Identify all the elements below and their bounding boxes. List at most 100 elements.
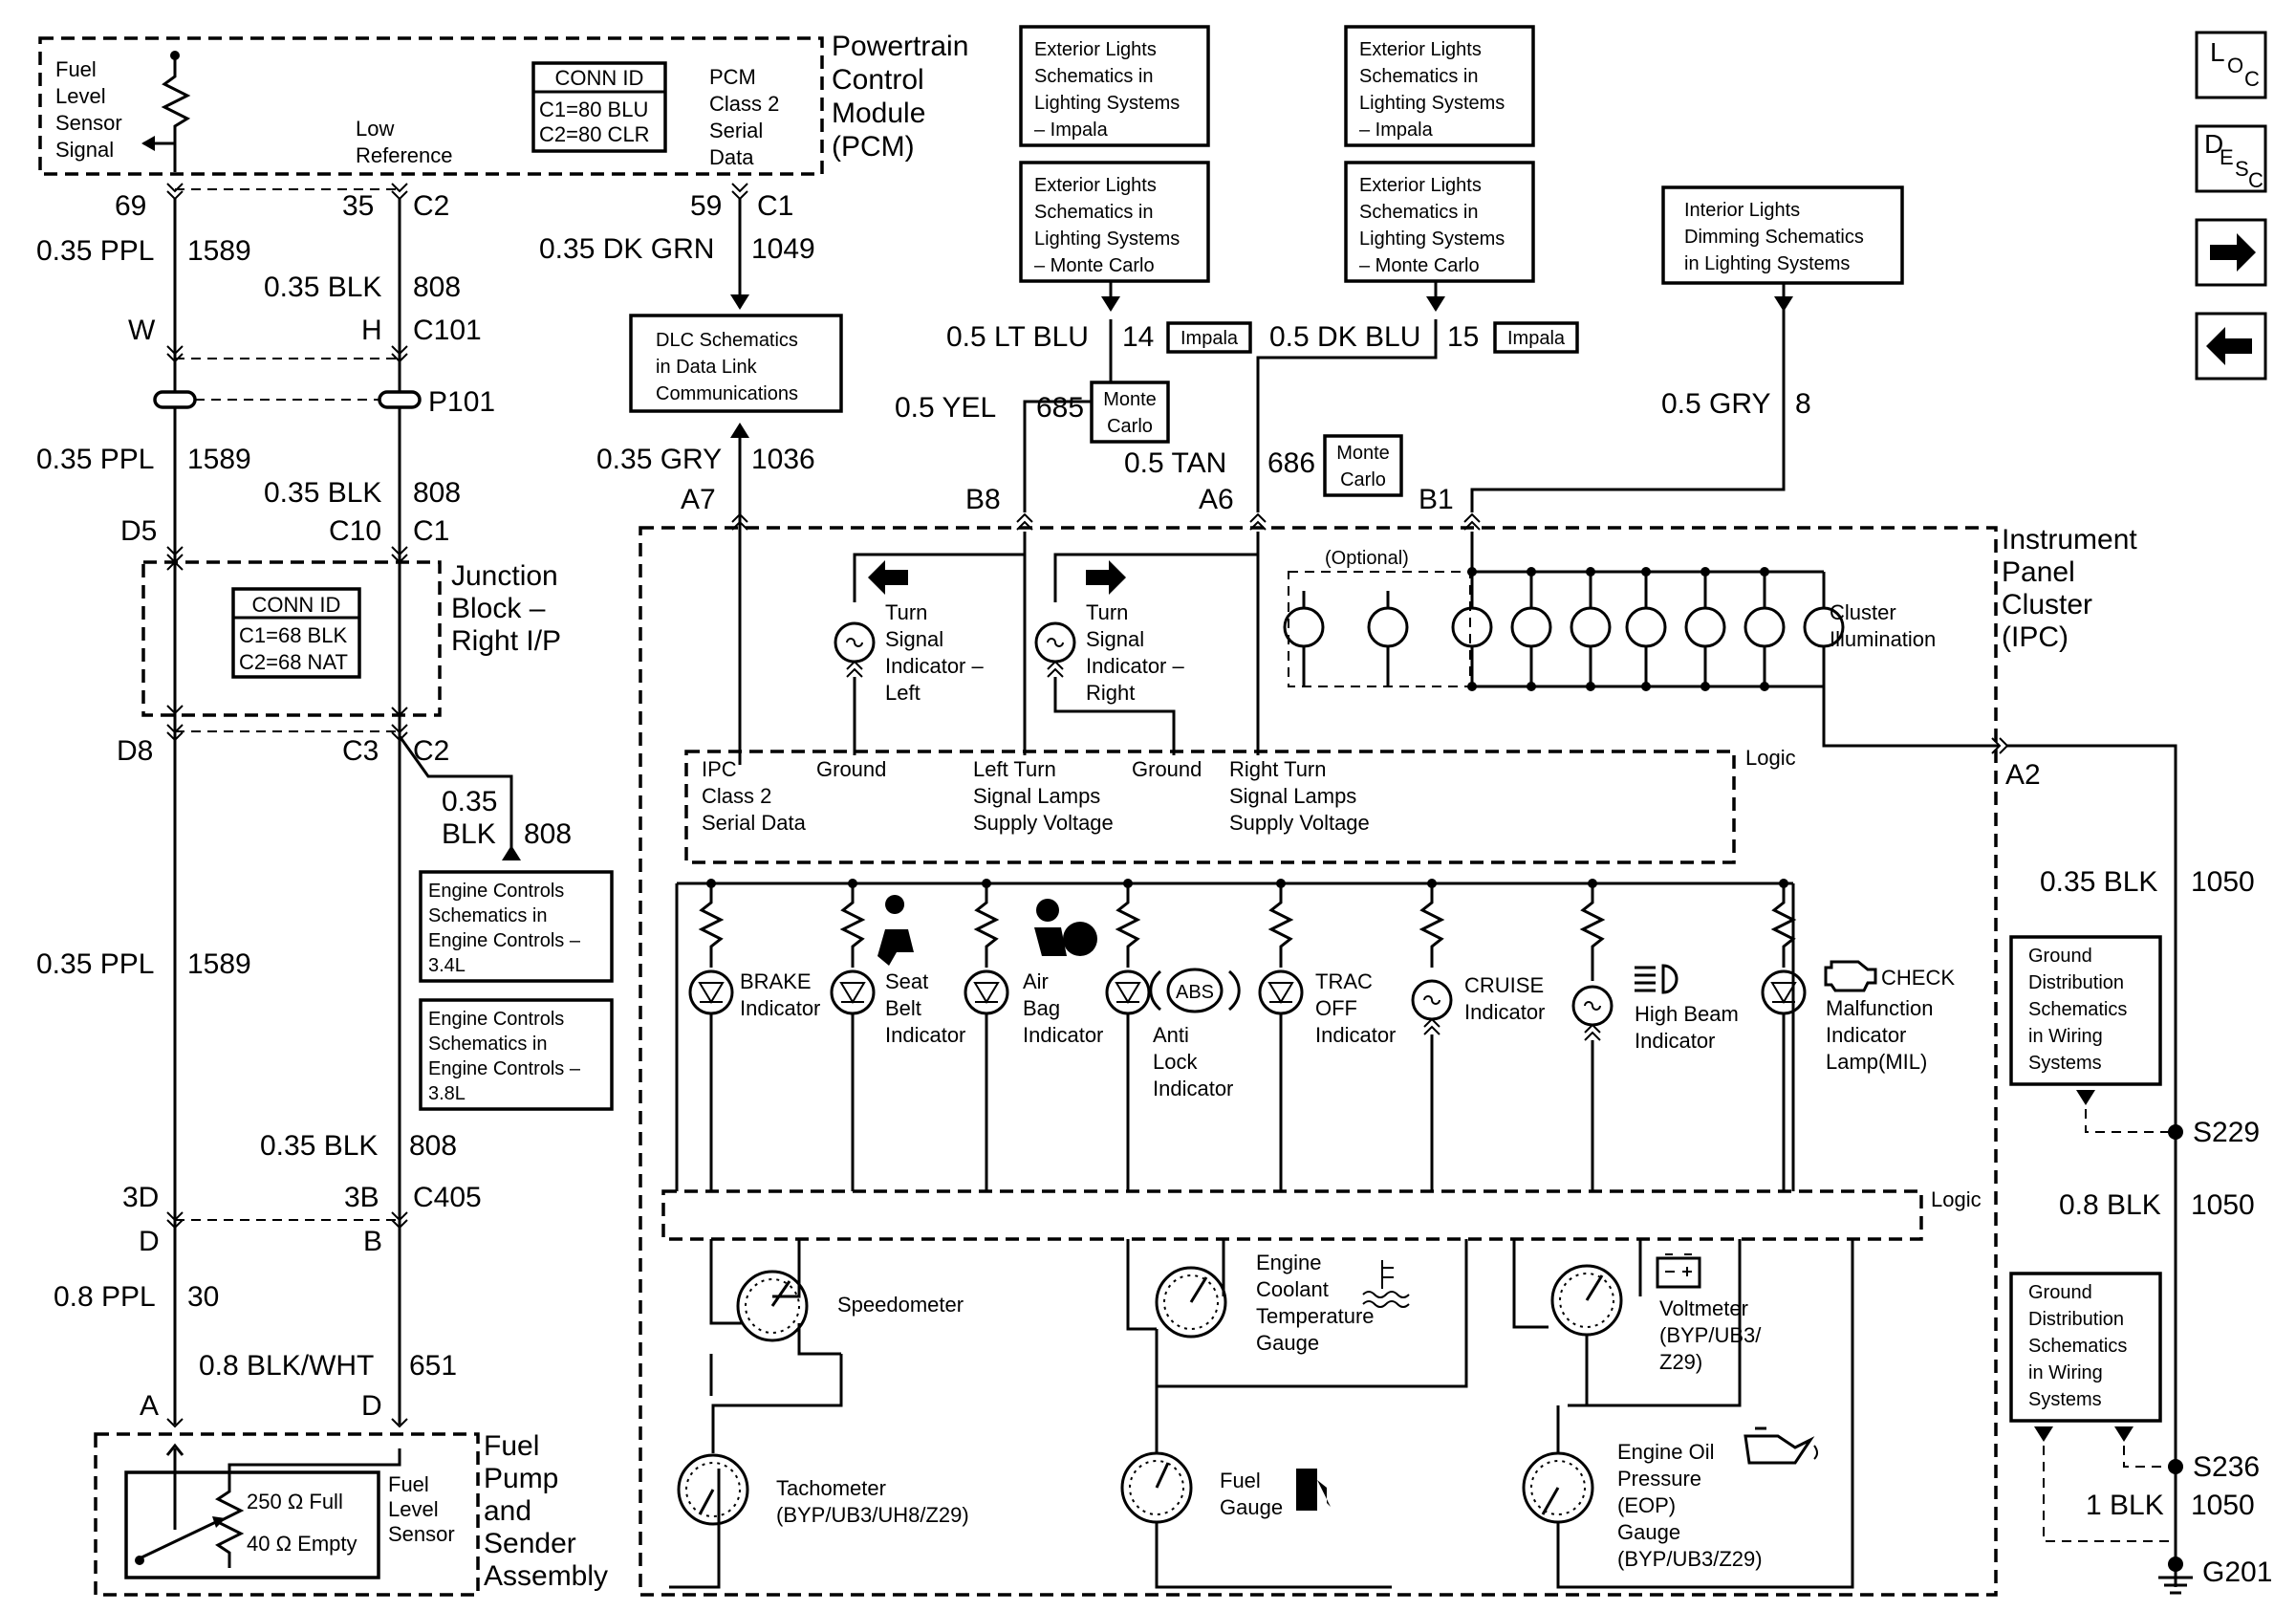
label-nav-desc-0: D [2204, 129, 2223, 159]
label-left-wires-pin-c2: C2 [413, 190, 449, 222]
label-ipc-title-0: Instrument [2002, 524, 2137, 555]
label-ipc-turn-right-2: Indicator – [1086, 654, 1184, 678]
bulb-icon [1283, 606, 1325, 648]
seat-belt-indicator: Seat Belt Indicator [830, 879, 965, 1191]
exterior-lights-monte-carlo-ref-1[interactable]: Exterior Lights Schematics in Lighting S… [1019, 161, 1210, 283]
fuel-pump-icon [1296, 1469, 1331, 1511]
label-left-wires-pd2: D [361, 1390, 382, 1422]
interior-lights-dimming-ref[interactable]: Interior Lights Dimming Schematics in Li… [1661, 185, 1904, 285]
label-ipc-logic-cols-serial-0: IPC [702, 757, 737, 781]
turn-signal-right: Turn Signal Indicator – Right [1034, 532, 1260, 755]
label-top-ext-mc-2-1: Schematics in [1359, 202, 1479, 223]
label-top-b1: B1 [1419, 484, 1454, 515]
engine-controls-3-8l-ref[interactable]: Engine Controls Schematics in Engine Con… [419, 998, 614, 1111]
label-left-wires-w4-color: 0.35 BLK [264, 477, 381, 509]
label-top-a6: A6 [1199, 484, 1234, 515]
label-left-wires-ec2-lines-3: 3.8L [428, 1083, 466, 1104]
label-right-s236: S236 [2193, 1451, 2260, 1483]
label-ipc-cluster-illum-0: Cluster [1830, 600, 1896, 624]
label-left-wires-c3: C3 [342, 735, 379, 767]
monte-carlo-tag-1: Monte [1103, 389, 1157, 410]
exterior-lights-impala-ref-2[interactable]: Exterior Lights Schematics in Lighting S… [1344, 25, 1535, 147]
sender-wiper [139, 1518, 221, 1560]
splice-s236 [2168, 1459, 2183, 1474]
label-right-w3-color: 1 BLK [2086, 1490, 2164, 1521]
label-ipc-gauges-oil-3: Gauge [1617, 1520, 1680, 1544]
label-right-gd2-lines-3: in Wiring [2028, 1362, 2103, 1383]
label-ipc-gauges-speedo: Speedometer [837, 1293, 964, 1317]
label-pcm-low-ref-1: Reference [356, 143, 453, 167]
next-button[interactable] [2195, 218, 2267, 287]
label-right-gd2-lines-1: Distribution [2028, 1309, 2124, 1330]
label-ipc-gauges-fuel-1: Gauge [1220, 1495, 1283, 1519]
connector-c101: C101 [413, 315, 482, 346]
connector-c405: C405 [413, 1182, 482, 1213]
left-arrow-icon [868, 560, 908, 595]
label-top-ext-impala-1-1: Schematics in [1034, 66, 1154, 87]
label-right-gd1-lines-2: Schematics [2028, 999, 2127, 1020]
label-nav-loc-1: O [2227, 54, 2243, 77]
label-left-wires-w2-circuit: 808 [413, 272, 461, 303]
label-pcm-title-3: (PCM) [832, 131, 915, 163]
label-top-ext-mc-1-0: Exterior Lights [1034, 175, 1157, 196]
exterior-lights-impala-ref-1[interactable]: Exterior Lights Schematics in Lighting S… [1019, 25, 1210, 147]
pull-up-resistor [161, 54, 191, 172]
label-top-w-color: 0.35 DK GRN [539, 233, 714, 265]
wire-gry-8 [1470, 283, 1786, 512]
back-button[interactable] [2195, 312, 2267, 381]
label-right-gd1-lines-1: Distribution [2028, 972, 2124, 993]
label-ipc-logic-cols-right-turn-0: Right Turn [1229, 757, 1327, 781]
label-pcm-conn-lines-1: C2=80 CLR [539, 122, 650, 146]
seat-belt-icon [877, 895, 914, 966]
loc-button[interactable]: L O C [2195, 31, 2267, 99]
label-pcm-conn-title: CONN ID [555, 66, 644, 90]
label-ipc-indicators-abs-1: Lock [1153, 1050, 1198, 1074]
arrow-right-icon [2210, 233, 2256, 272]
label-ipc-gauges-coolant-3: Gauge [1256, 1331, 1319, 1355]
label-left-wires-c101-w: W [128, 315, 156, 346]
label-ipc-logic-cols-left-turn-1: Signal Lamps [973, 784, 1100, 808]
label-ipc-indicators-mil-1: Indicator [1826, 1023, 1906, 1047]
label-ipc-indicators-mil-2: Lamp(MIL) [1826, 1050, 1927, 1074]
label-left-wires-assembly-4: Assembly [484, 1560, 608, 1592]
high-beam-indicator: High Beam Indicator [1571, 879, 1739, 1191]
logic-block-1: Logic IPC Class 2 Serial Data Ground Lef… [684, 746, 1796, 864]
right-arrow-icon [1086, 560, 1126, 595]
exterior-lights-monte-carlo-ref-2[interactable]: Exterior Lights Schematics in Lighting S… [1344, 161, 1535, 283]
label-ipc-turn-left-0: Turn [885, 600, 927, 624]
label-left-wires-pin-35: 35 [342, 190, 374, 222]
dlc-schematics-ref[interactable]: DLC Schematics in Data Link Communicatio… [629, 314, 843, 413]
pcm-class2-serial-label: PCM Class 2 Serial Data [709, 65, 779, 169]
ground-distribution-ref-1[interactable]: Ground Distribution Schematics in Wiring… [2009, 935, 2162, 1086]
label-top-gry-color: 0.35 GRY [596, 444, 722, 475]
label-ipc-turn-right-3: Right [1086, 681, 1135, 705]
label-left-wires-w1-circuit: 1589 [187, 235, 251, 267]
desc-button[interactable]: D E S C [2195, 124, 2267, 193]
label-left-wires-ec1-lines-2: Engine Controls – [428, 930, 581, 951]
wire-lt-blu-14 [1023, 319, 1113, 512]
label-left-wires-assembly-0: Fuel [484, 1430, 539, 1462]
label-ipc-gauges-coolant-2: Temperature [1256, 1304, 1375, 1328]
label-top-ltblu-color: 0.5 LT BLU [946, 321, 1089, 353]
label-right-w2-circuit: 1050 [2191, 1189, 2255, 1221]
label-top-ext-impala-2-1: Schematics in [1359, 66, 1479, 87]
label-ipc-title-2: Cluster [2002, 589, 2092, 620]
instrument-panel-cluster: Instrument Panel Cluster (IPC) Turn Sign… [639, 524, 2177, 1597]
label-top-w-circuit: 1049 [751, 233, 815, 265]
ground-distribution-ref-2[interactable]: Ground Distribution Schematics in Wiring… [2009, 1272, 2162, 1423]
engine-oil-pressure-gauge: Engine Oil Pressure (EOP) Gauge (BYP/UB3… [1522, 1239, 1854, 1589]
label-top-ext-impala-1-0: Exterior Lights [1034, 39, 1157, 60]
label-left-wires-w8-circuit: 30 [187, 1281, 219, 1313]
engine-controls-3-4l-ref[interactable]: Engine Controls Schematics in Engine Con… [419, 870, 614, 983]
label-ipc-logic-cols-left-turn-0: Left Turn [973, 757, 1056, 781]
label-ipc-gauges-volt-1: (BYP/UB3/ [1659, 1323, 1762, 1347]
label-ipc-gauges-fuel-0: Fuel [1220, 1469, 1261, 1492]
wire-blk-1050 [2007, 744, 2177, 1587]
splice-s229 [2168, 1124, 2183, 1140]
pass-through-p101-right [378, 390, 422, 409]
cruise-indicator: CRUISE Indicator [1411, 879, 1545, 1191]
label-top-dkblu-circuit: 15 [1447, 321, 1479, 353]
bulb-icon [1684, 606, 1726, 648]
label-left-wires-sensor-lines-2: Sensor [388, 1522, 455, 1546]
